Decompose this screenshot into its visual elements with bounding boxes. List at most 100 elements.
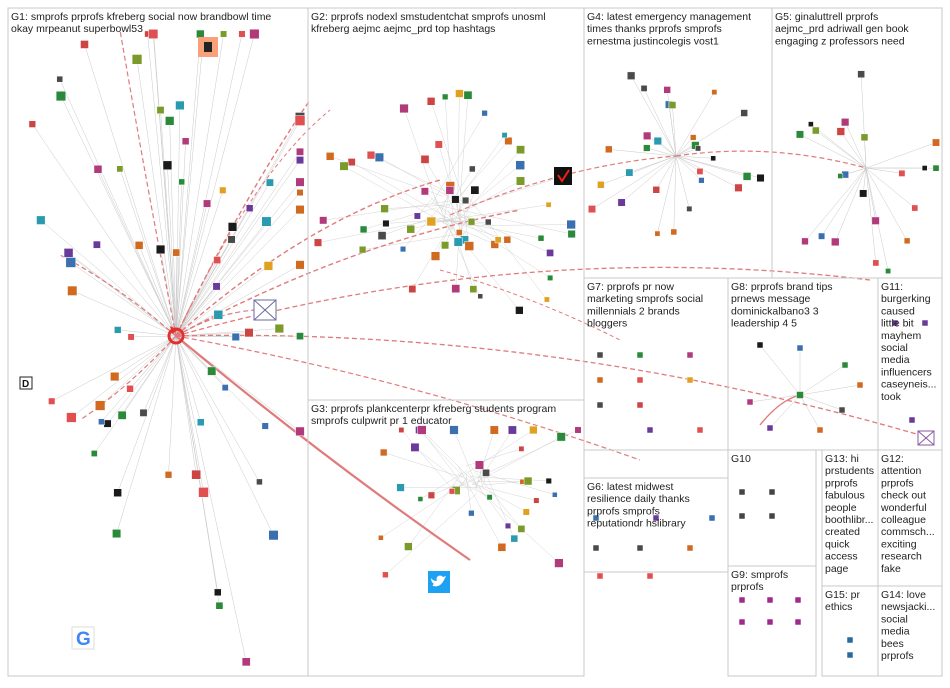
graph-node[interactable] bbox=[696, 426, 704, 434]
graph-node[interactable] bbox=[448, 488, 456, 495]
graph-node[interactable] bbox=[489, 425, 499, 435]
graph-node[interactable] bbox=[175, 100, 185, 111]
graph-node[interactable] bbox=[203, 199, 212, 208]
graph-node[interactable] bbox=[766, 424, 774, 432]
graph-node[interactable] bbox=[746, 398, 754, 406]
graph-node[interactable] bbox=[523, 476, 533, 486]
graph-node[interactable] bbox=[921, 319, 929, 327]
graph-node[interactable] bbox=[596, 351, 604, 359]
graph-node[interactable] bbox=[474, 460, 484, 470]
graph-node[interactable] bbox=[546, 249, 554, 257]
graph-node[interactable] bbox=[477, 293, 484, 299]
graph-node[interactable] bbox=[374, 152, 384, 162]
graph-node[interactable] bbox=[708, 514, 716, 522]
graph-node[interactable] bbox=[517, 525, 526, 533]
graph-node[interactable] bbox=[380, 204, 389, 213]
graph-node[interactable] bbox=[325, 152, 335, 161]
graph-node[interactable] bbox=[417, 425, 427, 435]
graph-node[interactable] bbox=[627, 71, 636, 80]
graph-node[interactable] bbox=[295, 426, 305, 437]
graph-node[interactable] bbox=[93, 164, 103, 174]
graph-node[interactable] bbox=[468, 510, 475, 517]
graph-node[interactable] bbox=[55, 90, 67, 102]
graph-node[interactable] bbox=[567, 229, 576, 239]
graph-node[interactable] bbox=[663, 86, 671, 94]
graph-node[interactable] bbox=[455, 229, 463, 236]
graph-node[interactable] bbox=[469, 165, 476, 173]
graph-node[interactable] bbox=[295, 205, 305, 215]
graph-node[interactable] bbox=[126, 385, 134, 393]
graph-node[interactable] bbox=[636, 544, 644, 552]
graph-node[interactable] bbox=[442, 93, 449, 101]
graph-node[interactable] bbox=[636, 401, 644, 409]
graph-node[interactable] bbox=[399, 246, 407, 253]
graph-node[interactable] bbox=[695, 145, 701, 152]
graph-node[interactable] bbox=[413, 212, 421, 220]
graph-node[interactable] bbox=[932, 164, 940, 172]
graph-node[interactable] bbox=[377, 231, 387, 240]
graph-node[interactable] bbox=[265, 178, 274, 187]
graph-node[interactable] bbox=[156, 106, 165, 114]
graph-node[interactable] bbox=[470, 185, 480, 195]
graph-node[interactable] bbox=[497, 543, 507, 552]
graph-node[interactable] bbox=[95, 400, 106, 411]
graph-node[interactable] bbox=[734, 183, 743, 192]
graph-node[interactable] bbox=[856, 381, 864, 389]
graph-node[interactable] bbox=[690, 134, 697, 141]
graph-node[interactable] bbox=[399, 103, 409, 114]
graph-node[interactable] bbox=[516, 145, 525, 155]
graph-node[interactable] bbox=[191, 469, 202, 480]
graph-node[interactable] bbox=[215, 601, 224, 610]
graph-node[interactable] bbox=[596, 572, 604, 580]
graph-node[interactable] bbox=[467, 218, 476, 226]
graph-node[interactable] bbox=[196, 418, 205, 427]
graph-node[interactable] bbox=[766, 596, 774, 604]
graph-node[interactable] bbox=[80, 40, 89, 49]
twitter-icon[interactable] bbox=[428, 571, 450, 593]
graph-node[interactable] bbox=[219, 186, 227, 194]
graph-node[interactable] bbox=[686, 544, 694, 552]
graph-node[interactable] bbox=[434, 140, 443, 149]
graph-node[interactable] bbox=[518, 445, 525, 452]
google-icon[interactable]: G bbox=[71, 626, 95, 650]
graph-node[interactable] bbox=[398, 427, 405, 433]
graph-node[interactable] bbox=[417, 496, 424, 502]
graph-node[interactable] bbox=[516, 176, 525, 186]
graph-node[interactable] bbox=[256, 478, 263, 486]
graph-node[interactable] bbox=[795, 130, 804, 139]
graph-node[interactable] bbox=[181, 137, 190, 146]
graph-node[interactable] bbox=[486, 494, 493, 501]
graph-node[interactable] bbox=[596, 376, 604, 384]
graph-node[interactable] bbox=[36, 215, 46, 225]
graph-node[interactable] bbox=[710, 155, 717, 162]
graph-node[interactable] bbox=[198, 487, 209, 498]
graph-node[interactable] bbox=[241, 657, 251, 667]
graph-node[interactable] bbox=[481, 110, 488, 117]
graph-node[interactable] bbox=[838, 406, 846, 414]
graph-node[interactable] bbox=[296, 156, 304, 165]
graph-node[interactable] bbox=[427, 491, 436, 499]
graph-node[interactable] bbox=[808, 121, 814, 127]
graph-node[interactable] bbox=[625, 168, 634, 177]
graph-node[interactable] bbox=[379, 448, 388, 457]
graph-node[interactable] bbox=[359, 225, 368, 234]
graph-node[interactable] bbox=[212, 282, 221, 291]
graph-node[interactable] bbox=[503, 235, 512, 244]
graph-node[interactable] bbox=[396, 483, 405, 492]
graph-node[interactable] bbox=[545, 477, 552, 485]
graph-node[interactable] bbox=[92, 240, 101, 249]
graph-node[interactable] bbox=[872, 259, 880, 267]
graph-node[interactable] bbox=[296, 189, 304, 197]
graph-node[interactable] bbox=[711, 89, 718, 96]
graph-node[interactable] bbox=[846, 651, 854, 659]
graph-node[interactable] bbox=[382, 571, 389, 579]
graph-node[interactable] bbox=[139, 408, 148, 417]
graph-node[interactable] bbox=[28, 120, 36, 128]
graph-node[interactable] bbox=[98, 418, 105, 425]
graph-node[interactable] bbox=[794, 596, 802, 604]
graph-node[interactable] bbox=[556, 432, 566, 442]
graph-node[interactable] bbox=[214, 588, 222, 597]
graph-node[interactable] bbox=[794, 618, 802, 626]
graph-node[interactable] bbox=[56, 75, 64, 83]
graph-node[interactable] bbox=[504, 136, 513, 145]
